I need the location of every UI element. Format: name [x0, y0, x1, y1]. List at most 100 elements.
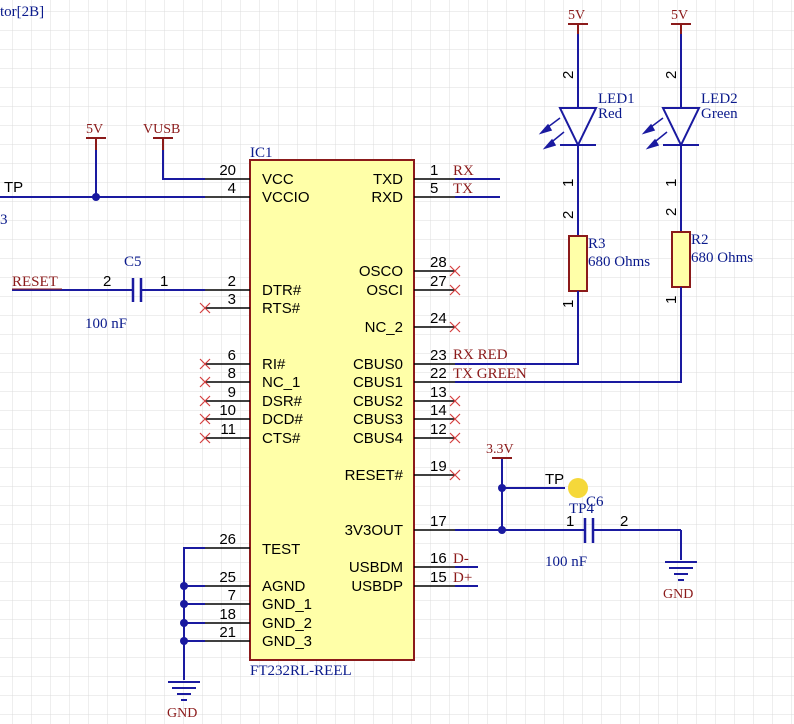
led1-designator: LED1: [598, 91, 635, 107]
ic1-symbol[interactable]: IC1 FT232RL-REEL: [205, 145, 455, 679]
junction-dots: [92, 193, 506, 645]
net-tp-left: TP: [4, 179, 23, 196]
led2-designator: LED2: [701, 91, 738, 107]
ic1-left-pin-lines: [205, 178, 250, 642]
r2-pin-1: 1: [663, 296, 680, 304]
pin-name-txd: TXD: [373, 171, 403, 188]
led1-color: Red: [598, 106, 623, 122]
pin-name-gnd2: GND_2: [262, 615, 312, 632]
pin-name-agnd: AGND: [262, 578, 306, 595]
power-5v-led1: 5V: [568, 8, 585, 23]
led2[interactable]: LED2 Green 2 1: [641, 71, 738, 187]
pin-num-8: 8: [228, 365, 236, 382]
pin-num-3: 3: [228, 291, 236, 308]
pin-name-nc2: NC_2: [365, 319, 403, 336]
led1-light-arrows-icon: [538, 117, 565, 150]
c5-value: 100 nF: [85, 316, 127, 332]
net-rx: RX: [453, 163, 474, 179]
net-tx: TX: [453, 181, 473, 197]
pin-name-usbdm: USBDM: [349, 559, 403, 576]
gnd-symbol-c6: [665, 561, 697, 581]
pin-num-10: 10: [219, 402, 236, 419]
r3-designator: R3: [588, 236, 606, 252]
power-ports: [86, 23, 691, 459]
c6-pin-1: 1: [566, 513, 574, 530]
pin-num-16: 16: [430, 550, 447, 567]
pin-num-11: 11: [220, 421, 236, 438]
pin-name-dcd: DCD#: [262, 411, 303, 428]
c5-pin-2: 2: [103, 273, 111, 290]
pin-num-18: 18: [219, 606, 236, 623]
pin-name-cbus0: CBUS0: [353, 356, 403, 373]
gnd-symbol-ic: [168, 681, 200, 701]
ic1-right-pin-lines: [414, 178, 455, 587]
pin-num-25: 25: [219, 569, 236, 586]
wires: [0, 34, 682, 680]
pin-name-ri: RI#: [262, 356, 286, 373]
capacitor-c6[interactable]: C6 100 nF 1 2: [545, 494, 628, 570]
pin-name-osci: OSCI: [366, 282, 403, 299]
pin-num-15: 15: [430, 569, 447, 586]
ic1-body[interactable]: [249, 159, 415, 661]
pin-name-reset: RESET#: [345, 467, 404, 484]
pin-num-2: 2: [228, 273, 236, 290]
resistor-r2[interactable]: R2 680 Ohms 2 1: [663, 190, 753, 335]
led1-pin-2: 2: [560, 71, 577, 79]
ic1-part-number: FT232RL-REEL: [250, 663, 352, 679]
pin-num-24: 24: [430, 310, 447, 327]
pin-num-27: 27: [430, 273, 447, 290]
net-rx-red: RX RED: [453, 347, 508, 363]
pin-num-20: 20: [219, 162, 236, 179]
pin-name-cbus4: CBUS4: [353, 430, 403, 447]
testpoint-tp4[interactable]: TP4: [568, 478, 595, 517]
resistor-r3[interactable]: R3 680 Ohms 2 1: [560, 190, 650, 340]
power-5v-led2: 5V: [671, 8, 688, 23]
power-3v3: 3.3V: [486, 442, 514, 457]
pin-num-17: 17: [430, 513, 447, 530]
pin-num-21: 21: [219, 624, 236, 641]
testpoint-tp4-pad[interactable]: [568, 478, 588, 498]
net-left-fragment: 3: [0, 212, 8, 228]
r2-designator: R2: [691, 232, 709, 248]
r3-pin-1: 1: [560, 300, 577, 308]
pin-name-rts: RTS#: [262, 300, 301, 317]
led1[interactable]: LED1 Red 2 1: [538, 71, 635, 187]
pin-name-3v3out: 3V3OUT: [345, 522, 403, 539]
led2-light-arrows-icon: [641, 117, 668, 150]
pin-name-nc1: NC_1: [262, 374, 300, 391]
pin-name-gnd3: GND_3: [262, 633, 312, 650]
tp4-designator: TP4: [569, 501, 595, 517]
pin-name-gnd1: GND_1: [262, 596, 312, 613]
pin-name-usbdp: USBDP: [351, 578, 403, 595]
c6-pin-2: 2: [620, 513, 628, 530]
r2-pin-2: 2: [663, 208, 680, 216]
ic1-designator: IC1: [250, 145, 273, 161]
net-d-minus: D-: [453, 551, 469, 567]
pin-num-26: 26: [219, 531, 236, 548]
led2-color: Green: [701, 106, 738, 122]
c5-designator: C5: [124, 254, 142, 270]
c6-designator: C6: [586, 494, 604, 510]
pin-name-cts: CTS#: [262, 430, 301, 447]
c6-value: 100 nF: [545, 554, 587, 570]
power-vusb: VUSB: [143, 122, 180, 137]
pin-num-9: 9: [228, 384, 236, 401]
pin-num-6: 6: [228, 347, 236, 364]
led1-pin-1: 1: [560, 179, 577, 187]
c5-pin-1: 1: [160, 273, 168, 290]
pin-num-7: 7: [228, 587, 236, 604]
pin-num-28: 28: [430, 254, 447, 271]
pin-num-23: 23: [430, 347, 447, 364]
pin-num-1: 1: [430, 162, 438, 179]
pin-name-dtr: DTR#: [262, 282, 302, 299]
gnd-label-ic: GND: [167, 706, 197, 721]
capacitor-c5[interactable]: C5 100 nF 2 1: [85, 254, 168, 332]
net-d-plus: D+: [453, 570, 472, 586]
pin-num-19: 19: [430, 458, 447, 475]
pin-name-osco: OSCO: [359, 263, 403, 280]
r2-value: 680 Ohms: [691, 250, 753, 266]
sheet-title-fragment: tor[2B]: [0, 4, 44, 20]
pin-name-rxd: RXD: [371, 189, 403, 206]
pin-name-cbus1: CBUS1: [353, 374, 403, 391]
net-tx-green: TX GREEN: [453, 366, 527, 382]
